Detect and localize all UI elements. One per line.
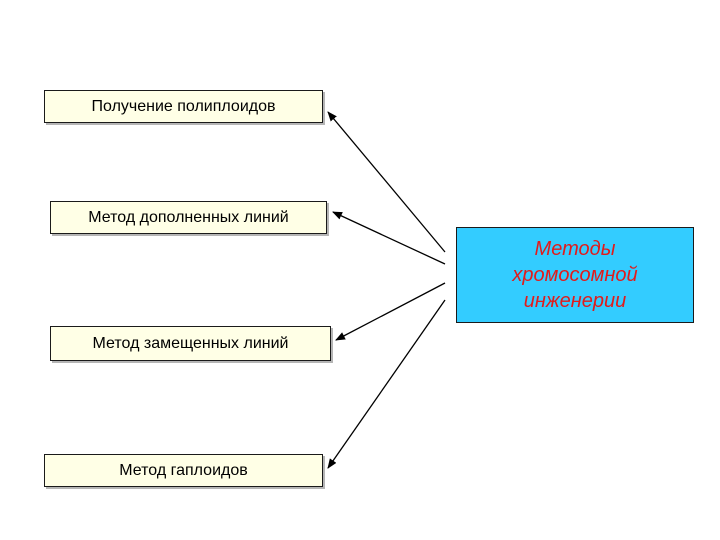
arrow-to-substituted-lines: [335, 282, 446, 341]
method-box-haploids: Метод гаплоидов: [44, 454, 323, 487]
center-title-line: хромосомной: [512, 264, 638, 286]
arrow-to-haploids: [327, 299, 446, 469]
method-label: Метод дополненных линий: [88, 208, 289, 226]
arrow-to-polyploids: [327, 111, 446, 253]
method-label: Получение полиплоидов: [91, 97, 276, 115]
method-label: Метод гаплоидов: [119, 461, 248, 479]
method-box-substituted-lines: Метод замещенных линий: [50, 326, 331, 361]
center-title-line: инженерии: [523, 290, 627, 312]
method-box-added-lines: Метод дополненных линий: [50, 201, 327, 234]
chromosome-engineering-box: Методы хромосомной инженерии: [456, 227, 694, 323]
method-box-polyploids: Получение полиплоидов: [44, 90, 323, 123]
method-label: Метод замещенных линий: [92, 334, 289, 352]
center-title-line: Методы: [534, 238, 616, 260]
arrow-to-added-lines: [332, 211, 446, 265]
